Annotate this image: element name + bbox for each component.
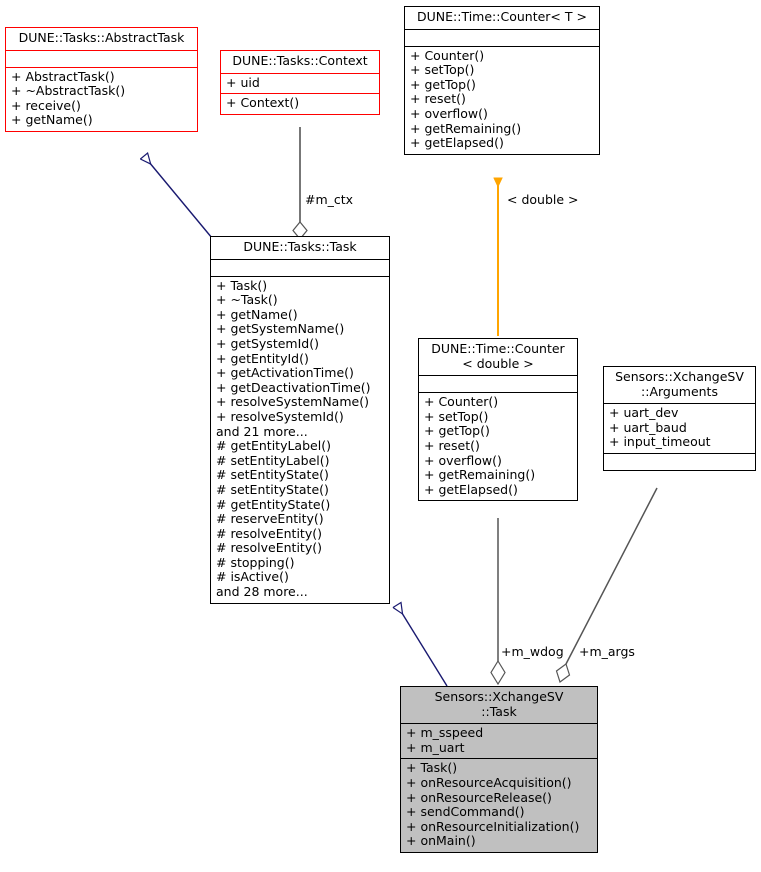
class-title-xchangesv-task: Sensors::XchangeSV ::Task: [434, 689, 564, 719]
class-title-context: DUNE::Tasks::Context: [232, 53, 368, 68]
class-attributes-arguments: + uart_dev + uart_baud + input_timeout: [604, 403, 755, 453]
class-node-counter-template[interactable]: DUNE::Time::Counter< T > + Counter() + s…: [404, 6, 600, 155]
class-attributes-context: + uid: [221, 72, 379, 94]
class-operations-context: + Context(): [221, 93, 379, 114]
class-title-task: DUNE::Tasks::Task: [243, 239, 357, 254]
edge-label-template-binding: < double >: [507, 192, 579, 207]
class-attributes-counter-double: [419, 375, 577, 392]
class-node-abstract-task[interactable]: DUNE::Tasks::AbstractTask + AbstractTask…: [5, 27, 198, 132]
edge-xchangesvtask-inherits-task: [397, 605, 448, 687]
class-title-abstract-task: DUNE::Tasks::AbstractTask: [18, 30, 185, 45]
edge-label-m-wdog: +m_wdog: [501, 644, 564, 659]
edge-label-m-args: +m_args: [579, 644, 635, 659]
class-operations-task: + Task() + ~Task() + getName() + getSyst…: [211, 275, 389, 603]
class-operations-xchangesv-task: + Task() + onResourceAcquisition() + onR…: [401, 758, 597, 852]
class-node-xchangesv-task[interactable]: Sensors::XchangeSV ::Task + m_sspeed + m…: [400, 686, 598, 853]
edge-task-inherits-abstracttask: [144, 156, 213, 239]
class-node-task[interactable]: DUNE::Tasks::Task + Task() + ~Task() + g…: [210, 236, 390, 604]
class-title-counter-double: DUNE::Time::Counter < double >: [431, 341, 565, 371]
class-attributes-task: [211, 258, 389, 276]
class-title-counter-template: DUNE::Time::Counter< T >: [417, 9, 587, 24]
class-operations-arguments: [604, 452, 755, 470]
class-node-arguments[interactable]: Sensors::XchangeSV ::Arguments + uart_de…: [603, 366, 756, 471]
class-attributes-abstract-task: [6, 49, 197, 67]
edge-counter-m-wdog-xchangesvtask: [490, 518, 506, 686]
class-operations-counter-double: + Counter() + setTop() + getTop() + rese…: [419, 392, 577, 500]
class-attributes-xchangesv-task: + m_sspeed + m_uart: [401, 723, 597, 758]
class-title-arguments: Sensors::XchangeSV ::Arguments: [615, 369, 744, 399]
class-operations-abstract-task: + AbstractTask() + ~AbstractTask() + rec…: [6, 66, 197, 131]
edge-context-m-ctx-task: [292, 127, 308, 240]
class-attributes-counter-template: [405, 28, 599, 46]
edge-label-m-ctx: #m_ctx: [305, 192, 354, 207]
class-node-context[interactable]: DUNE::Tasks::Context + uid + Context(): [220, 50, 380, 115]
class-operations-counter-template: + Counter() + setTop() + getTop() + rese…: [405, 45, 599, 154]
class-node-counter-double[interactable]: DUNE::Time::Counter < double > + Counter…: [418, 338, 578, 502]
